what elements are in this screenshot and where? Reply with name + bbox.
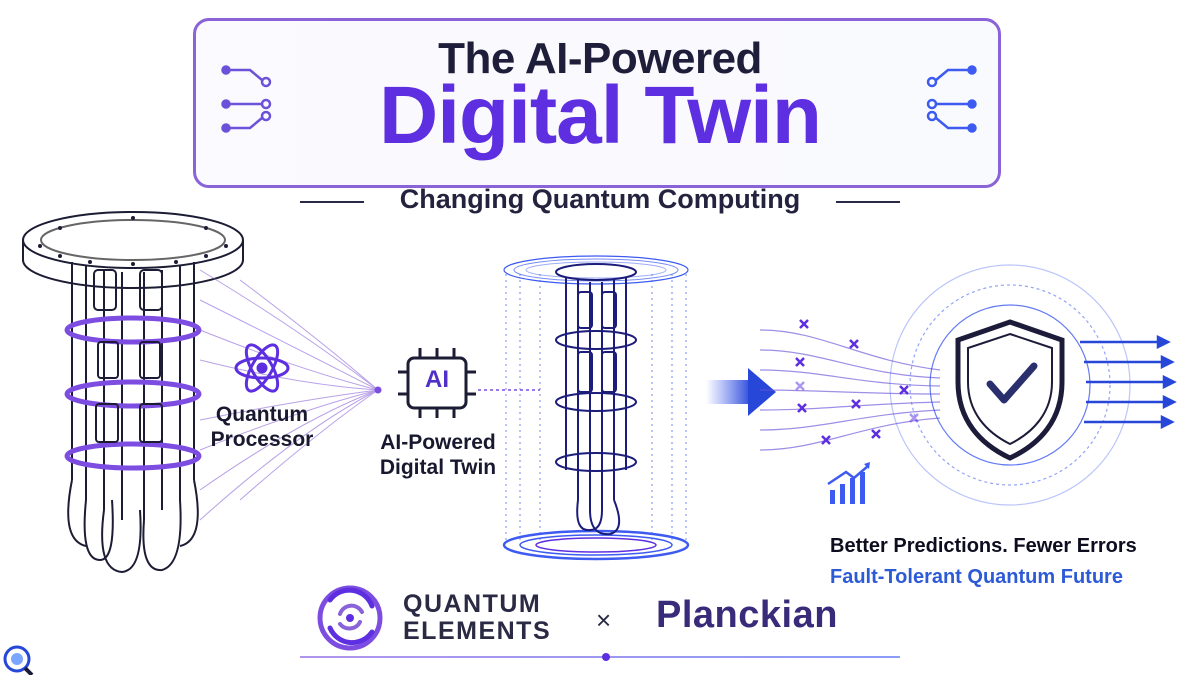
ai-chip-label: AI: [425, 366, 449, 393]
circuit-right-icon: [926, 65, 977, 133]
shield-check-icon: [955, 319, 1065, 461]
title-line2: Digital Twin: [378, 70, 822, 161]
quantum-processor-label-line1: Quantum: [215, 403, 309, 426]
digital-twin-label-line1: AI-Powered: [380, 431, 496, 454]
tagline-predictions: Better Predictions. Fewer Errors: [830, 535, 1137, 557]
title-line1: The AI-Powered: [438, 34, 762, 83]
quantum-processor-label-line2: Processor: [210, 428, 314, 451]
subtitle-rule-right: [836, 201, 900, 203]
digital-twin-label-line2: Digital Twin: [379, 456, 497, 479]
shield-rings: [889, 264, 1131, 506]
error-filter-lines: [759, 329, 941, 451]
subtitle-rule-left: [300, 201, 364, 203]
tagline-fault-tolerant: Fault-Tolerant Quantum Future: [830, 566, 1123, 588]
brand-quantum-elements-line2: ELEMENTS: [403, 617, 552, 645]
quantum-elements-logo: [317, 585, 383, 651]
magnifier-logo: [3, 645, 34, 675]
digital-twin-hologram: [502, 255, 690, 561]
brand-separator: ×: [596, 605, 612, 635]
arrow-right-icon: [706, 368, 776, 416]
subtitle: Changing Quantum Computing: [399, 184, 801, 214]
data-fan-lines: [199, 269, 379, 521]
brand-planckian: Planckian: [656, 594, 838, 636]
quantum-processor-chandelier: [22, 211, 244, 574]
atom-icon: [234, 343, 290, 393]
footer-rule-dot: [602, 653, 610, 661]
circuit-left-icon: [221, 65, 272, 133]
footer-rule: [300, 656, 900, 658]
error-x-marks: [795, 319, 919, 445]
ai-chip-icon: [398, 348, 476, 418]
growth-chart-icon: [827, 462, 870, 504]
output-arrows: [1080, 334, 1177, 430]
title-frame: [193, 18, 1001, 188]
brand-quantum-elements-line1: QUANTUM: [403, 590, 542, 618]
